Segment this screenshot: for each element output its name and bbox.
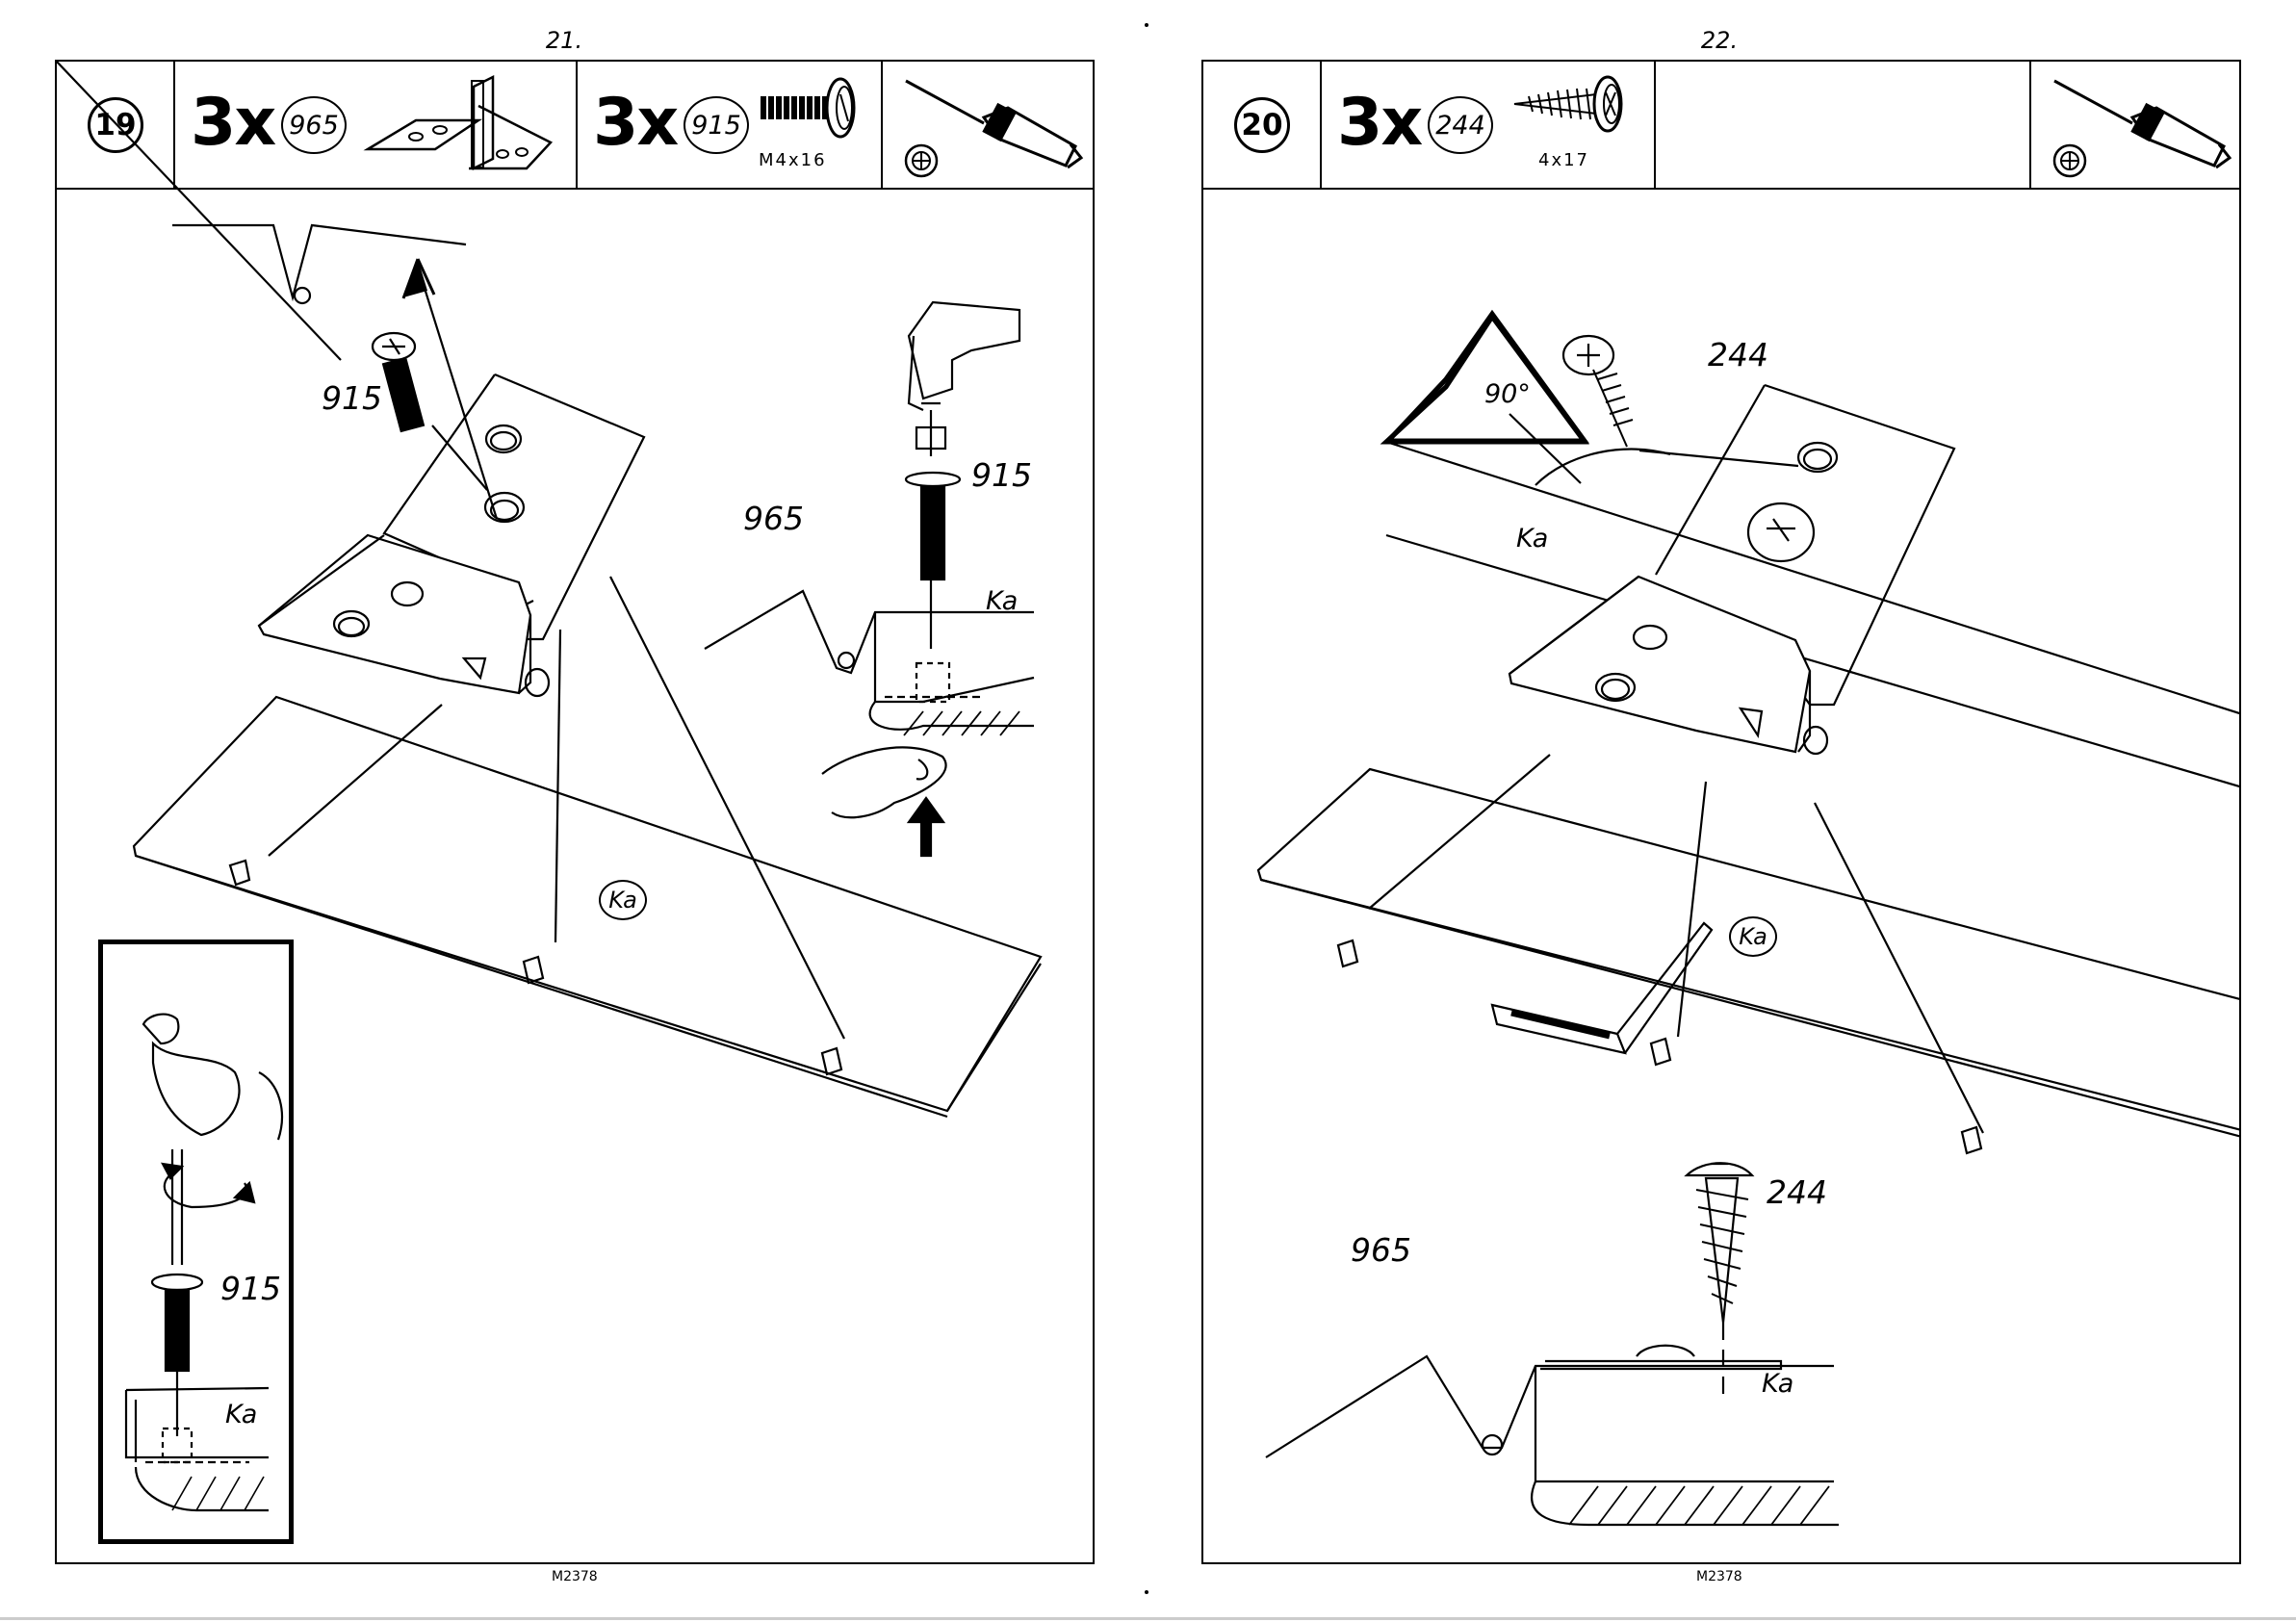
page-number: 22.	[1146, 27, 2293, 54]
assembly-drawing	[1203, 62, 2239, 1562]
scan-edge	[0, 1617, 2296, 1620]
fold-mark	[1145, 1590, 1148, 1594]
angle-label: 90°	[1484, 379, 1531, 409]
panel-detail-label: Ka	[1762, 1369, 1793, 1399]
tip-inset-box	[98, 940, 294, 1544]
inset-screw-label: 915	[220, 1270, 281, 1307]
panel-detail-label: Ka	[986, 586, 1018, 616]
hinge-detail-label: 965	[1351, 1231, 1411, 1269]
panel-label: Ka	[1729, 916, 1777, 957]
doc-code: M2378	[552, 1569, 598, 1584]
doc-code: M2378	[1696, 1569, 1742, 1584]
page-number: 21.	[0, 27, 1138, 54]
screw-top-label: 244	[1708, 336, 1768, 373]
inset-panel-label: Ka	[225, 1400, 257, 1429]
screw-label: 915	[322, 379, 382, 417]
step-frame: 19 3x 965 3x 915	[55, 60, 1095, 1564]
panel-top-label: Ka	[1516, 524, 1548, 554]
instruction-page-22: 22. 20 3x 244	[1148, 0, 2295, 1622]
hinge-label: 965	[743, 500, 804, 537]
screw-detail-label: 244	[1767, 1173, 1827, 1211]
screw-detail-label: 915	[971, 456, 1032, 494]
fold-mark	[1145, 23, 1148, 27]
instruction-page-21: 21. 19 3x 965 3x	[0, 0, 1148, 1622]
panel-label: Ka	[599, 880, 647, 920]
step-frame: 20 3x 244 4x17	[1201, 60, 2241, 1564]
